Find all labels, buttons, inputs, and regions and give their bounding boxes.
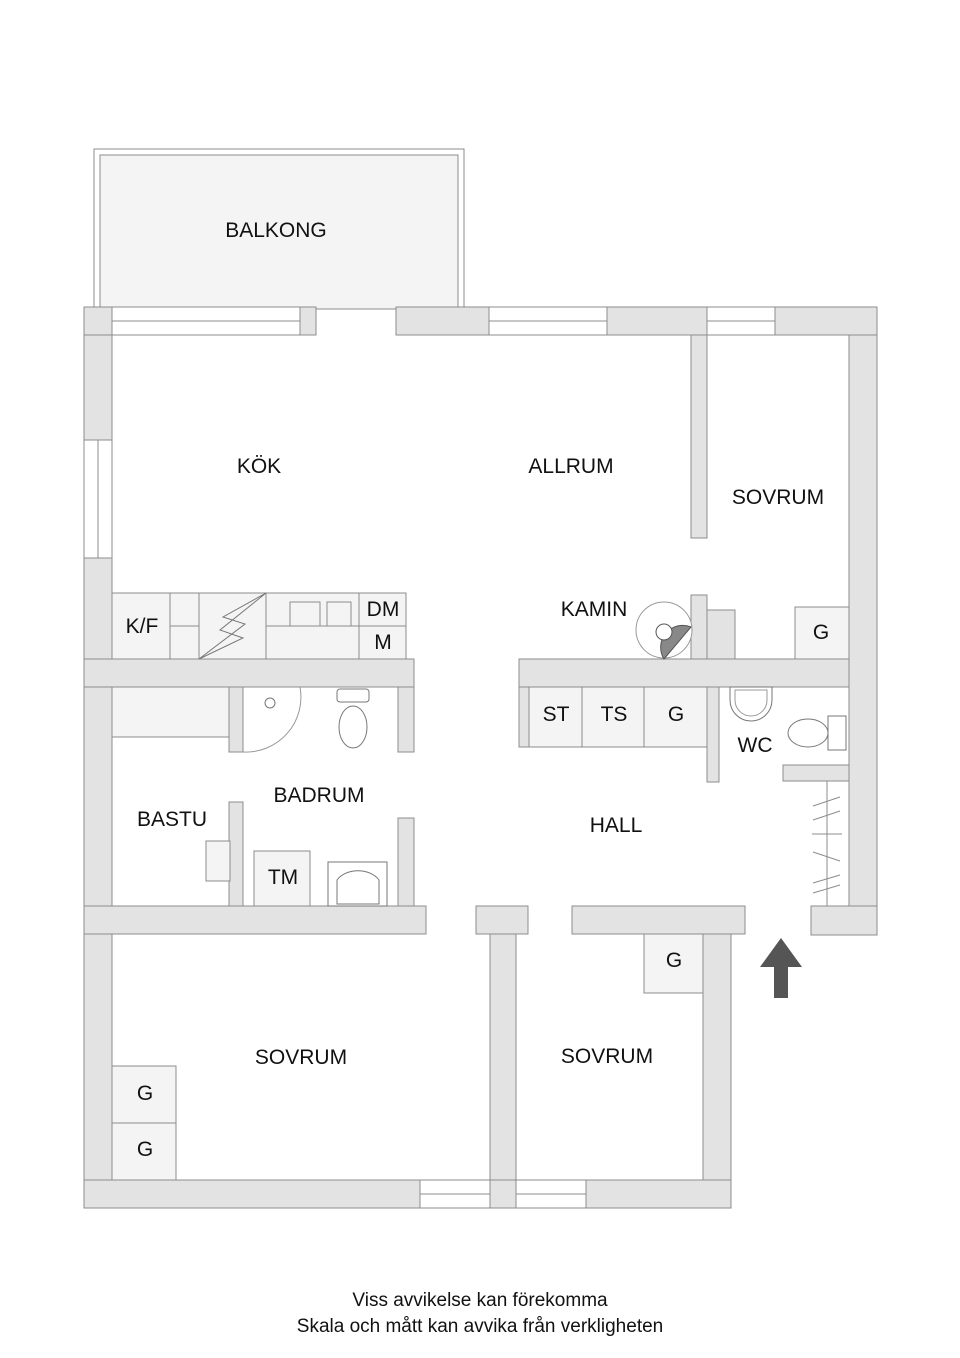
fixture-label-dm: DM bbox=[366, 598, 400, 621]
interior-walls bbox=[83, 334, 850, 1181]
fixture-label-g-sw-1: G bbox=[136, 1082, 154, 1105]
bathroom-fixtures bbox=[111, 686, 388, 907]
hall-cabinets bbox=[528, 686, 708, 748]
fixture-label-tm: TM bbox=[267, 866, 299, 889]
fixture-label-kf: K/F bbox=[125, 615, 159, 638]
room-label-sovrum-sw: SOVRUM bbox=[254, 1046, 348, 1069]
room-label-allrum: ALLRUM bbox=[528, 455, 614, 478]
fixture-label-ts: TS bbox=[600, 703, 628, 726]
disclaimer-line-1: Viss avvikelse kan förekomma bbox=[352, 1290, 608, 1311]
kitchen-counter bbox=[111, 592, 407, 660]
room-label-kamin: KAMIN bbox=[560, 598, 628, 621]
hall-wardrobe bbox=[812, 781, 842, 906]
wardrobe-sw-1 bbox=[111, 1065, 177, 1124]
fixture-label-g-s: G bbox=[665, 949, 683, 972]
wc-fixtures bbox=[729, 686, 847, 751]
fixture-label-g-sw-2: G bbox=[136, 1138, 154, 1161]
wardrobe-s bbox=[643, 933, 704, 994]
balcony bbox=[93, 148, 465, 310]
outer-walls bbox=[83, 306, 878, 1209]
room-label-kok: KÖK bbox=[236, 455, 282, 478]
fireplace-icon bbox=[635, 601, 693, 660]
room-label-sovrum-ne: SOVRUM bbox=[731, 486, 825, 509]
room-label-wc: WC bbox=[737, 734, 773, 757]
disclaimer-line-2: Skala och mått kan avvika från verklighe… bbox=[296, 1316, 664, 1337]
room-label-badrum: BADRUM bbox=[273, 784, 365, 807]
stove-bolt-icon bbox=[198, 592, 267, 660]
wardrobe-ne bbox=[794, 606, 850, 660]
disclaimer: Viss avvikelse kan förekomma Skala och m… bbox=[0, 1288, 960, 1340]
wardrobe-sw-2 bbox=[111, 1122, 177, 1181]
fixture-label-st: ST bbox=[542, 703, 570, 726]
fixture-label-g-hall: G bbox=[667, 703, 685, 726]
room-label-balkong: BALKONG bbox=[225, 219, 327, 242]
room-label-hall: HALL bbox=[589, 814, 643, 837]
arrow-up-icon bbox=[760, 938, 802, 998]
fixture-label-g-ne: G bbox=[812, 621, 830, 644]
fixture-label-m: M bbox=[374, 631, 392, 654]
room-label-sovrum-s: SOVRUM bbox=[560, 1045, 654, 1068]
room-label-bastu: BASTU bbox=[136, 808, 208, 831]
